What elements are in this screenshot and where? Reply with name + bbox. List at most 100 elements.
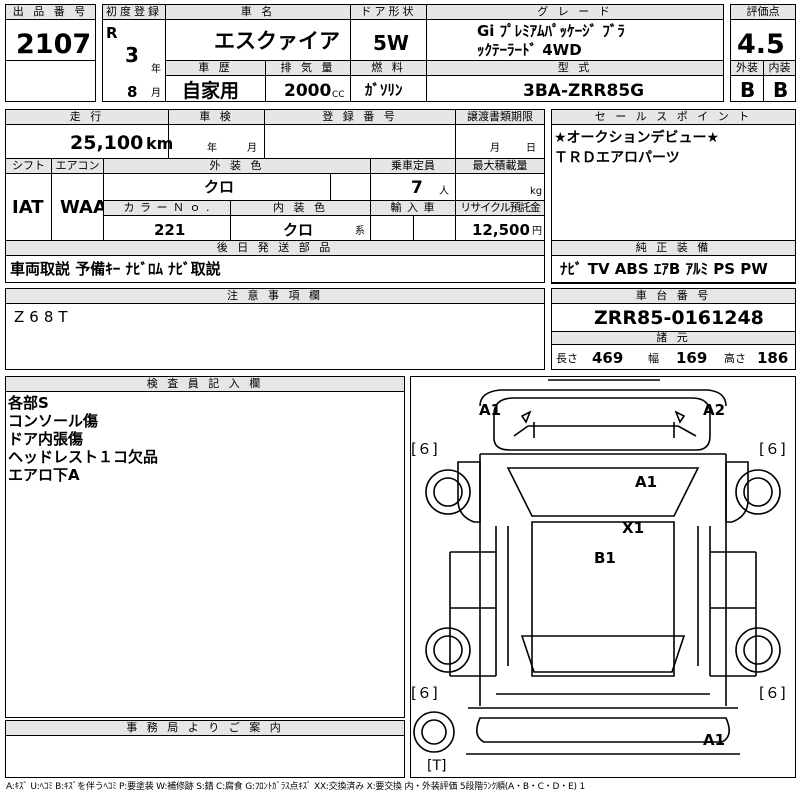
transfer-day-unit: 日 <box>526 143 536 154</box>
interior-color: クロ <box>283 221 314 239</box>
recycle-header: リサイクル預託金 <box>456 201 544 216</box>
history-box: 車 歴 自家用 <box>165 60 266 102</box>
width-value: 169 <box>676 349 708 367</box>
inspector-note-3: ドア内張傷 <box>8 430 84 448</box>
notes-header: 注 意 事 項 欄 <box>6 289 544 304</box>
displacement-box: 排 気 量 2000 CC <box>265 60 351 102</box>
shift-type: IAT <box>12 197 44 218</box>
mileage-box: 走 行 25,100 km <box>5 109 173 159</box>
exterior-color-header: 外 装 色 <box>104 159 370 174</box>
import-header: 輸 入 車 <box>371 201 455 216</box>
dimensions-header: 諸 元 <box>552 332 795 345</box>
inspection-header: 車 検 <box>169 110 264 125</box>
car-diagram-box: A1 A2 A1 X1 B1 A1 [６] [６] [６] [６] [T] <box>410 376 796 778</box>
color-number-header: カ ラ ー Ｎ ｏ . <box>104 201 230 216</box>
genuine-equipment: ﾅﾋﾞ TV ABS ｴｱB ｱﾙﾐ PS PW <box>560 260 768 278</box>
shift-box: シフト IAT <box>5 158 52 241</box>
max-load-header: 最大積載量 <box>456 159 544 174</box>
km-unit: km <box>146 134 174 153</box>
recycle-fee: 12,500 <box>472 221 530 239</box>
genuine-equipment-header: 純 正 装 備 <box>552 241 795 256</box>
door-box: ドア形状 5W <box>350 4 427 61</box>
later-parts: 車両取説 予備ｷｰ ﾅﾋﾞﾛﾑ ﾅﾋﾞ取説 <box>10 260 221 278</box>
cc-unit: CC <box>332 90 345 100</box>
tire-rear-right: [６] <box>759 684 786 702</box>
inspection-year-unit: 年 <box>207 143 217 154</box>
overall-score: 4.5 <box>737 29 785 60</box>
kg-unit: kg <box>530 186 543 197</box>
later-parts-header: 後 日 発 送 部 品 <box>6 241 544 256</box>
legend: A:ｷｽﾞ U:ﾍｺﾐ B:ｷｽﾞを伴うﾍｺﾐ P:要塗装 W:補修跡 S:錆 … <box>6 782 585 792</box>
mark-roof: A1 <box>635 473 658 491</box>
import-box: 輸 入 車 <box>370 200 456 241</box>
grade-line-2: ｯｸﾃｰﾗｰﾄﾞ 4WD <box>477 41 582 59</box>
exterior-grade: B <box>740 78 756 102</box>
height-value: 186 <box>757 349 789 367</box>
chassis-box: 車 台 番 号 ZRR85-0161248 <box>551 288 796 332</box>
first-registration-box: 初度登録 R 3 年 8 月 <box>102 4 166 102</box>
registration-year: 3 <box>125 43 139 67</box>
fuel-header: 燃 料 <box>351 61 426 76</box>
max-load-box: 最大積載量 kg <box>455 158 545 201</box>
mark-front-right: A2 <box>703 401 726 419</box>
interior-color-box: 内 装 色 クロ 系 <box>230 200 371 241</box>
door-type: 5W <box>373 31 409 55</box>
registration-number-header: 登 録 番 号 <box>265 110 455 125</box>
car-name-header: 車 名 <box>166 5 350 20</box>
length-value: 469 <box>592 349 624 367</box>
mileage-header: 走 行 <box>6 110 168 125</box>
grade-box: グ レ ー ド Gi ﾌﾟﾚﾐｱﾑﾊﾟｯｹｰｼﾞ ﾌﾞﾗ ｯｸﾃｰﾗｰﾄﾞ 4W… <box>426 4 724 61</box>
sales-point-box: セ ー ル ス ポ イ ン ト ★オークションデビュー★ ＴＲＤエアロパーツ <box>551 109 796 284</box>
color-number: 221 <box>154 221 186 239</box>
inspection-month-unit: 月 <box>247 143 257 154</box>
dimensions-box: 諸 元 長さ 469 幅 169 高さ 186 <box>551 331 796 370</box>
car-name-box: 車 名 エスクァイア <box>165 4 351 61</box>
displacement: 2000 <box>284 81 332 101</box>
model-code: 3BA-ZRR85G <box>523 81 645 101</box>
registration-number-box: 登 録 番 号 <box>264 109 456 159</box>
seating-capacity: 7 <box>411 178 423 198</box>
height-label: 高さ <box>724 352 746 365</box>
car-name: エスクァイア <box>214 29 340 53</box>
notes-box: 注 意 事 項 欄 Z68T <box>5 288 545 370</box>
inspector-notes-header: 検 査 員 記 入 欄 <box>6 377 404 392</box>
exterior-color-box: 外 装 色 クロ <box>103 158 371 201</box>
grade-line-1: Gi ﾌﾟﾚﾐｱﾑﾊﾟｯｹｰｼﾞ ﾌﾞﾗ <box>477 22 625 40</box>
office-notice-box: 事 務 局 よ り ご 案 内 <box>5 720 405 778</box>
first-registration-header: 初度登録 <box>103 5 165 20</box>
recycle-box: リサイクル預託金 12,500 円 <box>455 200 545 241</box>
fuel-box: 燃 料 ｶﾞｿﾘﾝ <box>350 60 427 102</box>
genuine-equipment-box: 純 正 装 備 ﾅﾋﾞ TV ABS ｴｱB ｱﾙﾐ PS PW <box>551 240 796 283</box>
vehicle-history: 自家用 <box>182 80 240 102</box>
sales-point-1: ★オークションデビュー★ <box>554 130 720 146</box>
inspector-notes-box: 検 査 員 記 入 欄 各部S コンソール傷 ドア内張傷 ヘッドレスト１コ欠品 … <box>5 376 405 718</box>
exterior-grade-header: 外装 <box>731 61 763 76</box>
notes-text: Z68T <box>14 308 73 326</box>
inspector-note-2: コンソール傷 <box>8 412 99 430</box>
exterior-color: クロ <box>204 178 235 196</box>
aircon-header: エアコン <box>52 159 103 174</box>
interior-grade-box: 内装 B <box>763 60 796 102</box>
shift-header: シフト <box>6 159 51 174</box>
transfer-deadline-box: 譲渡書類期限 月 日 <box>455 109 545 159</box>
mark-front-left: A1 <box>479 401 502 419</box>
score-box: 評価点 4.5 <box>730 4 796 61</box>
width-label: 幅 <box>648 352 659 365</box>
exterior-grade-box: 外装 B <box>730 60 764 102</box>
color-number-box: カ ラ ー Ｎ ｏ . 221 <box>103 200 231 241</box>
lot-number-lower-box <box>5 60 96 102</box>
office-notice-header: 事 務 局 よ り ご 案 内 <box>6 721 404 736</box>
history-header: 車 歴 <box>166 61 265 76</box>
tire-rear-left: [６] <box>411 684 438 702</box>
lot-number: 2107 <box>16 29 92 60</box>
interior-grade: B <box>773 78 789 102</box>
inspector-note-4: ヘッドレスト１コ欠品 <box>8 448 159 466</box>
inspection-box: 車 検 年 月 <box>168 109 265 159</box>
spare-tire: [T] <box>427 758 447 774</box>
mark-rear: A1 <box>703 731 726 749</box>
model-code-box: 型 式 3BA-ZRR85G <box>426 60 724 102</box>
capacity-box: 乗車定員 7 人 <box>370 158 456 201</box>
chassis-header: 車 台 番 号 <box>552 289 795 304</box>
lot-number-header: 出 品 番 号 <box>6 5 95 20</box>
